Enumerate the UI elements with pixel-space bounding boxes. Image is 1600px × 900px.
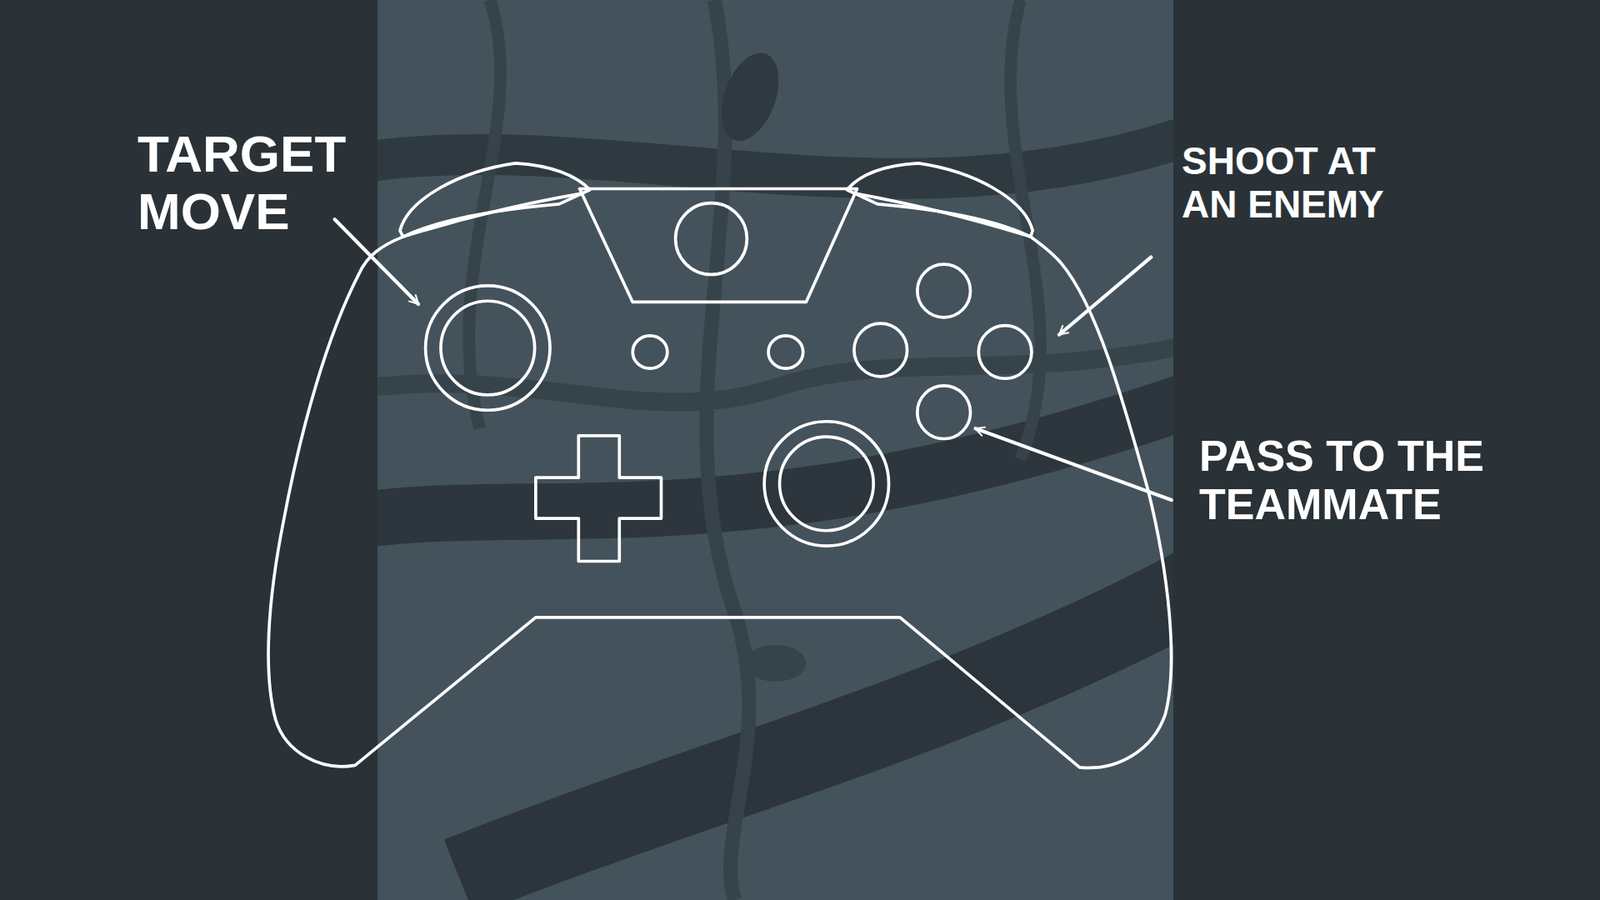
right-stick-outer	[764, 421, 889, 546]
centre-panel	[580, 189, 858, 303]
leader-arrows	[335, 219, 1172, 500]
left-stick-outer	[425, 285, 550, 410]
face-button	[854, 323, 908, 377]
face-button	[978, 325, 1032, 380]
right-stick-inner	[780, 436, 875, 531]
face-button	[917, 264, 971, 318]
right-bumper	[846, 163, 1033, 237]
callout-label: PASS TO THE TEAMMATE	[1199, 431, 1516, 529]
callout-label: SHOOT AT AN ENEMY	[1181, 140, 1424, 226]
callout-label: TARGET MOVE	[137, 125, 388, 241]
leaf	[710, 45, 790, 149]
face-button	[917, 385, 971, 440]
controller-body	[268, 236, 1171, 768]
vine	[377, 336, 1174, 402]
view-button	[632, 335, 668, 369]
jungle-background	[377, 0, 1174, 900]
controller-outline	[268, 163, 1171, 768]
left-stick-inner	[440, 300, 535, 395]
guide-button	[675, 203, 748, 275]
leader-arrow	[1059, 257, 1151, 335]
menu-button	[768, 335, 804, 369]
leader-arrow	[335, 219, 419, 305]
leader-arrow	[975, 428, 1172, 500]
leaf	[745, 645, 806, 682]
body-top-edge	[403, 194, 580, 237]
left-bumper	[400, 163, 590, 237]
body-top-edge	[857, 194, 1031, 237]
d-pad	[535, 435, 662, 562]
